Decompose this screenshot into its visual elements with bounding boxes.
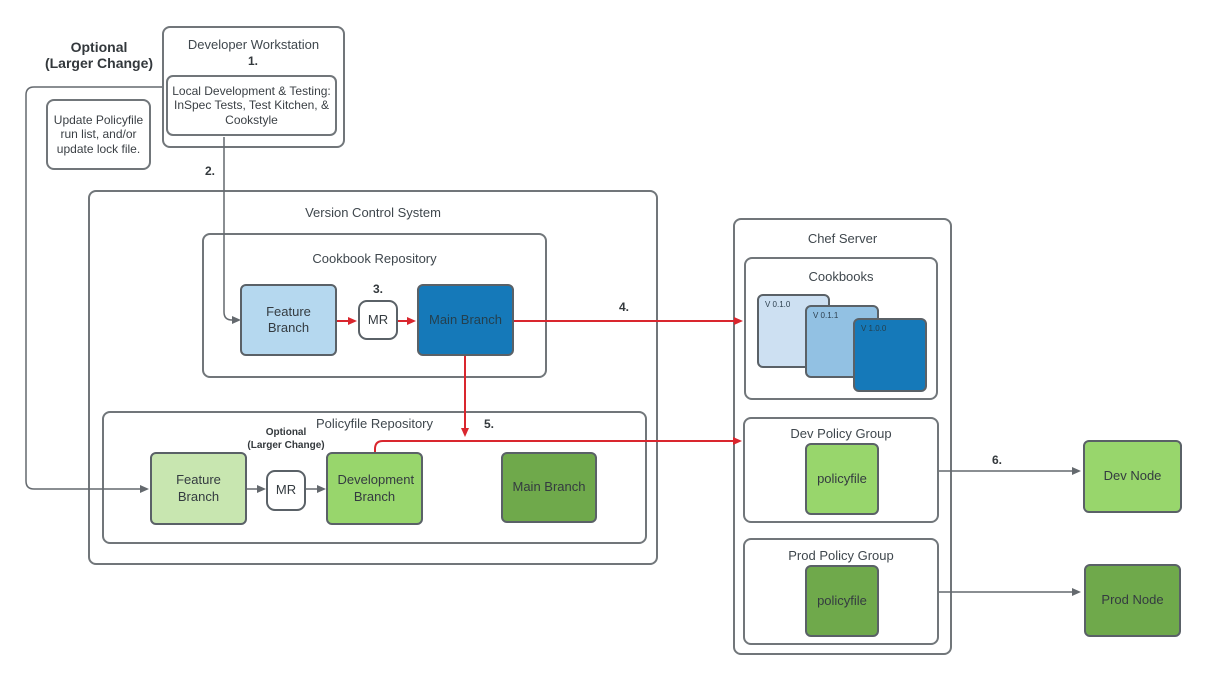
update-policyfile-note-text: Update Policyfile run list, and/or updat…	[53, 113, 144, 156]
step-3-label: 3.	[372, 282, 384, 296]
development-branch-label: Development Branch	[337, 472, 415, 504]
policyfile-optional-note: Optional (Larger Change)	[226, 426, 346, 452]
prod-node: Prod Node	[1084, 564, 1181, 637]
development-branch-node: Development Branch	[326, 452, 423, 525]
step-2-label: 2.	[204, 164, 216, 178]
cookbook-version-card-v100: V 1.0.0	[853, 318, 927, 392]
cookbook-feature-branch-label: Feature Branch	[266, 303, 311, 335]
developer-workstation-title: Developer Workstation	[187, 37, 320, 52]
policyfile-feature-branch-label: Feature Branch	[176, 472, 221, 504]
version-control-system-title: Version Control System	[305, 205, 441, 220]
chef-server-title: Chef Server	[807, 231, 878, 246]
policyfile-main-branch-label: Main Branch	[512, 479, 586, 495]
policyfile-optional-line1: Optional	[265, 427, 307, 438]
policyfile-mr-label: MR	[275, 482, 297, 498]
prod-policyfile-node: policyfile	[805, 565, 879, 637]
cookbook-main-branch-node: Main Branch	[417, 284, 514, 356]
update-policyfile-note: Update Policyfile run list, and/or updat…	[46, 99, 151, 170]
step-6-label: 6.	[991, 453, 1003, 467]
prod-policyfile-label: policyfile	[817, 592, 867, 608]
step-4-label: 4.	[618, 300, 630, 314]
cookbook-version-v100-label: V 1.0.0	[861, 324, 887, 333]
prod-node-label: Prod Node	[1101, 592, 1164, 608]
local-dev-testing-text: Local Development & Testing: InSpec Test…	[172, 84, 331, 127]
cookbooks-title: Cookbooks	[808, 269, 874, 284]
optional-note-line1: Optional	[70, 39, 128, 55]
policyfile-optional-line2: (Larger Change)	[247, 440, 325, 451]
step-5-label: 5.	[483, 417, 495, 431]
cookbook-feature-branch-node: Feature Branch	[240, 284, 337, 356]
dev-policyfile-node: policyfile	[805, 443, 879, 515]
policyfile-feature-branch-node: Feature Branch	[150, 452, 247, 525]
cookbook-main-branch-label: Main Branch	[429, 311, 502, 327]
cookbook-mr-node: MR	[358, 300, 398, 340]
policyfile-mr-node: MR	[266, 470, 306, 511]
cookbook-version-v010-label: V 0.1.0	[765, 300, 791, 309]
optional-note-line2: (Larger Change)	[44, 55, 154, 72]
step-1-label: 1.	[247, 54, 259, 68]
optional-larger-change-note: Optional (Larger Change)	[29, 39, 169, 71]
policyfile-repository-title: Policyfile Repository	[315, 416, 434, 431]
dev-policyfile-label: policyfile	[817, 470, 867, 486]
prod-policy-group-title: Prod Policy Group	[788, 548, 894, 563]
dev-node-label: Dev Node	[1103, 468, 1162, 484]
local-dev-testing-box: Local Development & Testing: InSpec Test…	[166, 75, 337, 136]
dev-policy-group-title: Dev Policy Group	[790, 426, 892, 441]
cookbook-version-v011-label: V 0.1.1	[813, 311, 839, 320]
cookbook-repository-title: Cookbook Repository	[312, 251, 437, 266]
policyfile-main-branch-node: Main Branch	[501, 452, 597, 523]
cookbook-mr-label: MR	[367, 311, 389, 327]
dev-node: Dev Node	[1083, 440, 1182, 513]
